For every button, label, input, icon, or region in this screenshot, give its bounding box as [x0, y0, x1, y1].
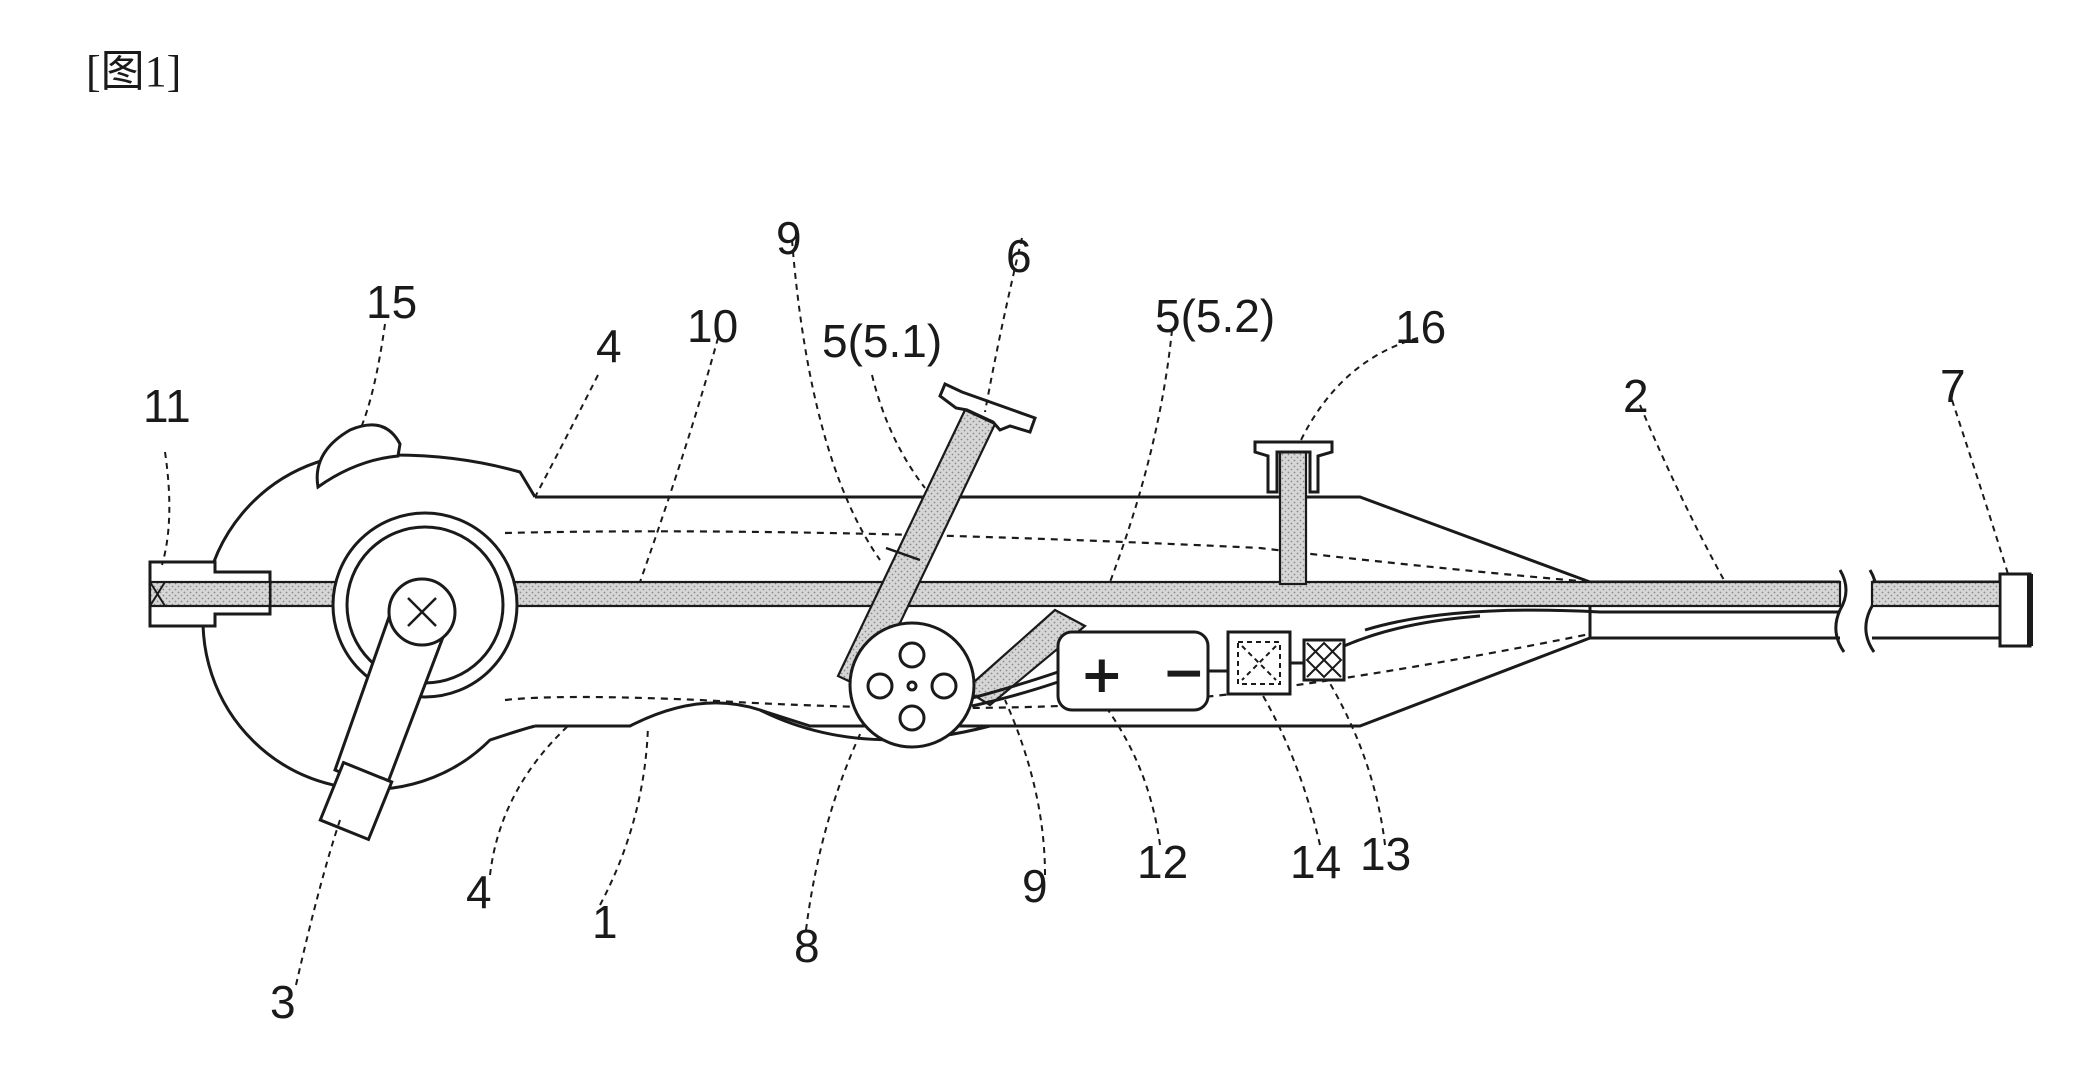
battery-minus-sign: − [1162, 643, 1206, 703]
label-16: 16 [1395, 301, 1446, 353]
label-12: 12 [1137, 836, 1188, 888]
label-15: 15 [366, 276, 417, 328]
label-7: 7 [1940, 360, 1966, 412]
inner-channel-bottom [504, 632, 1591, 710]
lever-3 [318, 577, 457, 842]
battery-plus-sign: + [1080, 645, 1124, 705]
label-5-2: 5(5.2) [1155, 290, 1275, 342]
inner-channel-top [504, 530, 1591, 584]
label-4-bottom: 4 [466, 866, 492, 918]
label-5-1: 5(5.1) [822, 315, 942, 367]
label-6: 6 [1006, 230, 1032, 282]
figure-caption: [图1] [86, 47, 181, 96]
knob-15 [315, 423, 402, 490]
label-14: 14 [1290, 836, 1341, 888]
label-3: 3 [270, 976, 296, 1028]
label-9-top: 9 [776, 212, 802, 264]
battery-12: + − [1056, 630, 1210, 712]
central-lumen-distal [1870, 580, 2002, 608]
label-9-bottom: 9 [1022, 860, 1048, 912]
motor-wheel-8 [848, 621, 976, 749]
label-4-top: 4 [596, 320, 622, 372]
label-1: 1 [592, 896, 618, 948]
label-2: 2 [1623, 370, 1649, 422]
internal-wire [1364, 608, 1840, 632]
controller-13 [1302, 638, 1346, 682]
side-port-16 [1253, 440, 1334, 586]
working-channel-6 [836, 381, 1087, 707]
label-10: 10 [687, 300, 738, 352]
leader-lines [161, 237, 2009, 986]
label-13: 13 [1360, 828, 1411, 880]
switch-14 [1226, 630, 1292, 696]
label-8: 8 [794, 920, 820, 972]
motor-wires [971, 670, 1059, 700]
label-11: 11 [143, 380, 191, 432]
connector-11 [148, 560, 272, 628]
